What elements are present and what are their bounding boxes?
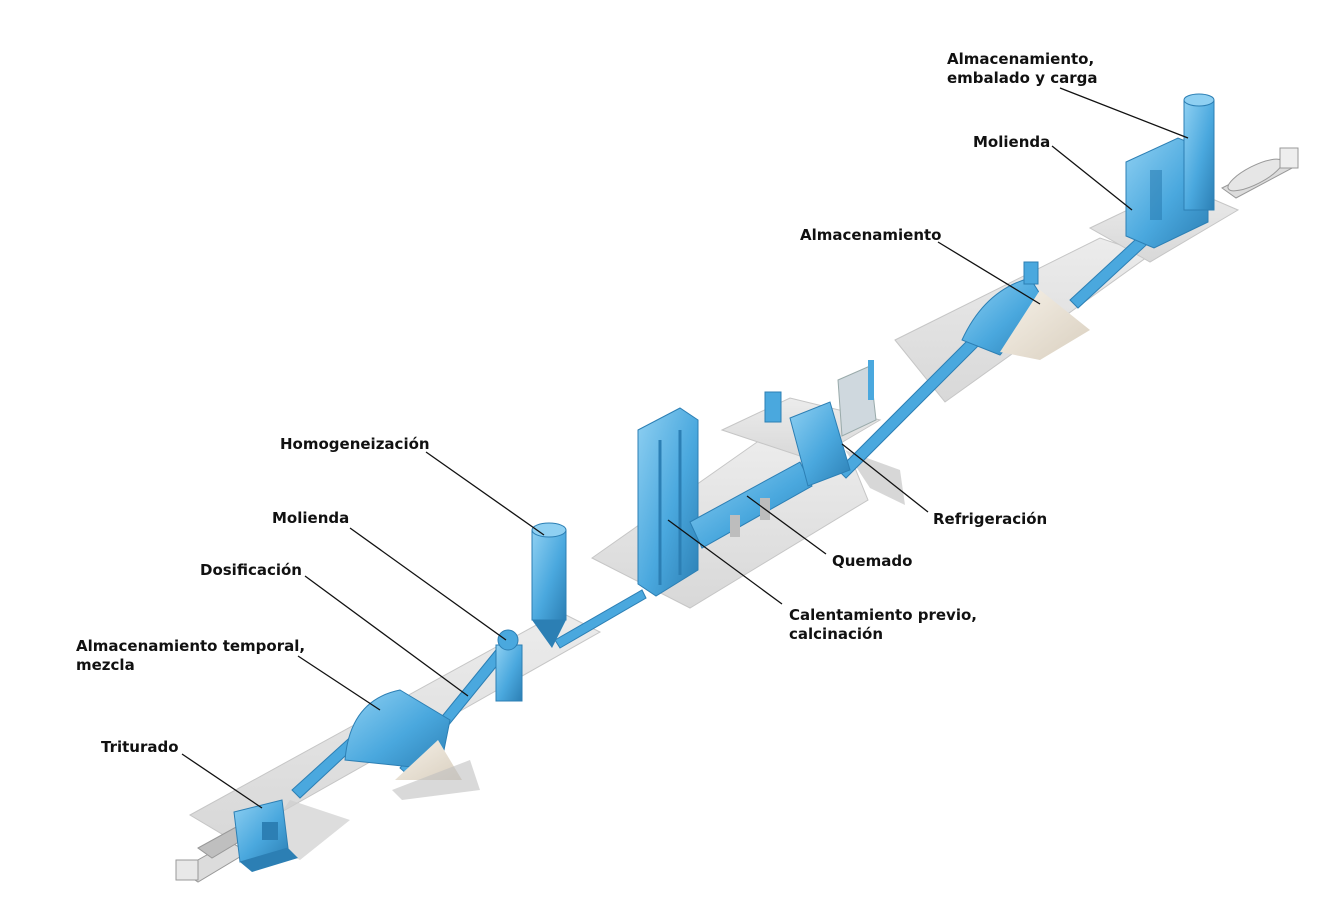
leader-lines (181, 87, 1189, 809)
label-dosificacion: Dosificación (200, 561, 302, 579)
leader-calentamiento (667, 519, 783, 605)
leader-almacen-final (1059, 87, 1189, 139)
preheater-tower (637, 407, 699, 597)
label-almacenamiento-temporal-mezcla: Almacenamiento temporal, mezcla (76, 637, 306, 674)
leader-triturado (181, 753, 263, 809)
truck-cement-tanker-icon (1221, 147, 1299, 199)
label-almacenamiento-embalado-carga: Almacenamiento, embalado y carga (947, 50, 1098, 87)
label-quemado: Quemado (832, 552, 913, 570)
crusher (233, 799, 298, 872)
label-almacenamiento-clinker: Almacenamiento (800, 226, 942, 244)
label-triturado: Triturado (101, 738, 179, 756)
raw-mill (495, 629, 523, 702)
leader-molienda-cemento (1051, 145, 1133, 211)
leader-dosificacion (304, 575, 469, 697)
leader-refrigeracion (841, 443, 929, 513)
temporary-storage-dome (344, 689, 480, 800)
label-refrigeracion: Refrigeración (933, 510, 1048, 528)
label-molienda-crudo: Molienda (272, 509, 350, 527)
label-molienda-cemento: Molienda (973, 133, 1051, 151)
leader-molienda-crudo (349, 527, 507, 641)
homogenization-silo (531, 522, 567, 648)
clinker-storage (961, 261, 1090, 360)
leader-almacen-clinker (937, 241, 1041, 305)
leader-homogeneizacion (425, 451, 545, 536)
cooler (764, 360, 877, 487)
leader-quemado (746, 495, 827, 555)
label-calentamiento-previo-calcinacion: Calentamiento previo, calcinación (789, 606, 977, 643)
cement-silo (1183, 93, 1215, 211)
label-homogeneizacion: Homogeneización (280, 435, 430, 453)
conveyor-mill-to-silo (554, 589, 647, 649)
leader-almacen-temporal (297, 655, 381, 711)
